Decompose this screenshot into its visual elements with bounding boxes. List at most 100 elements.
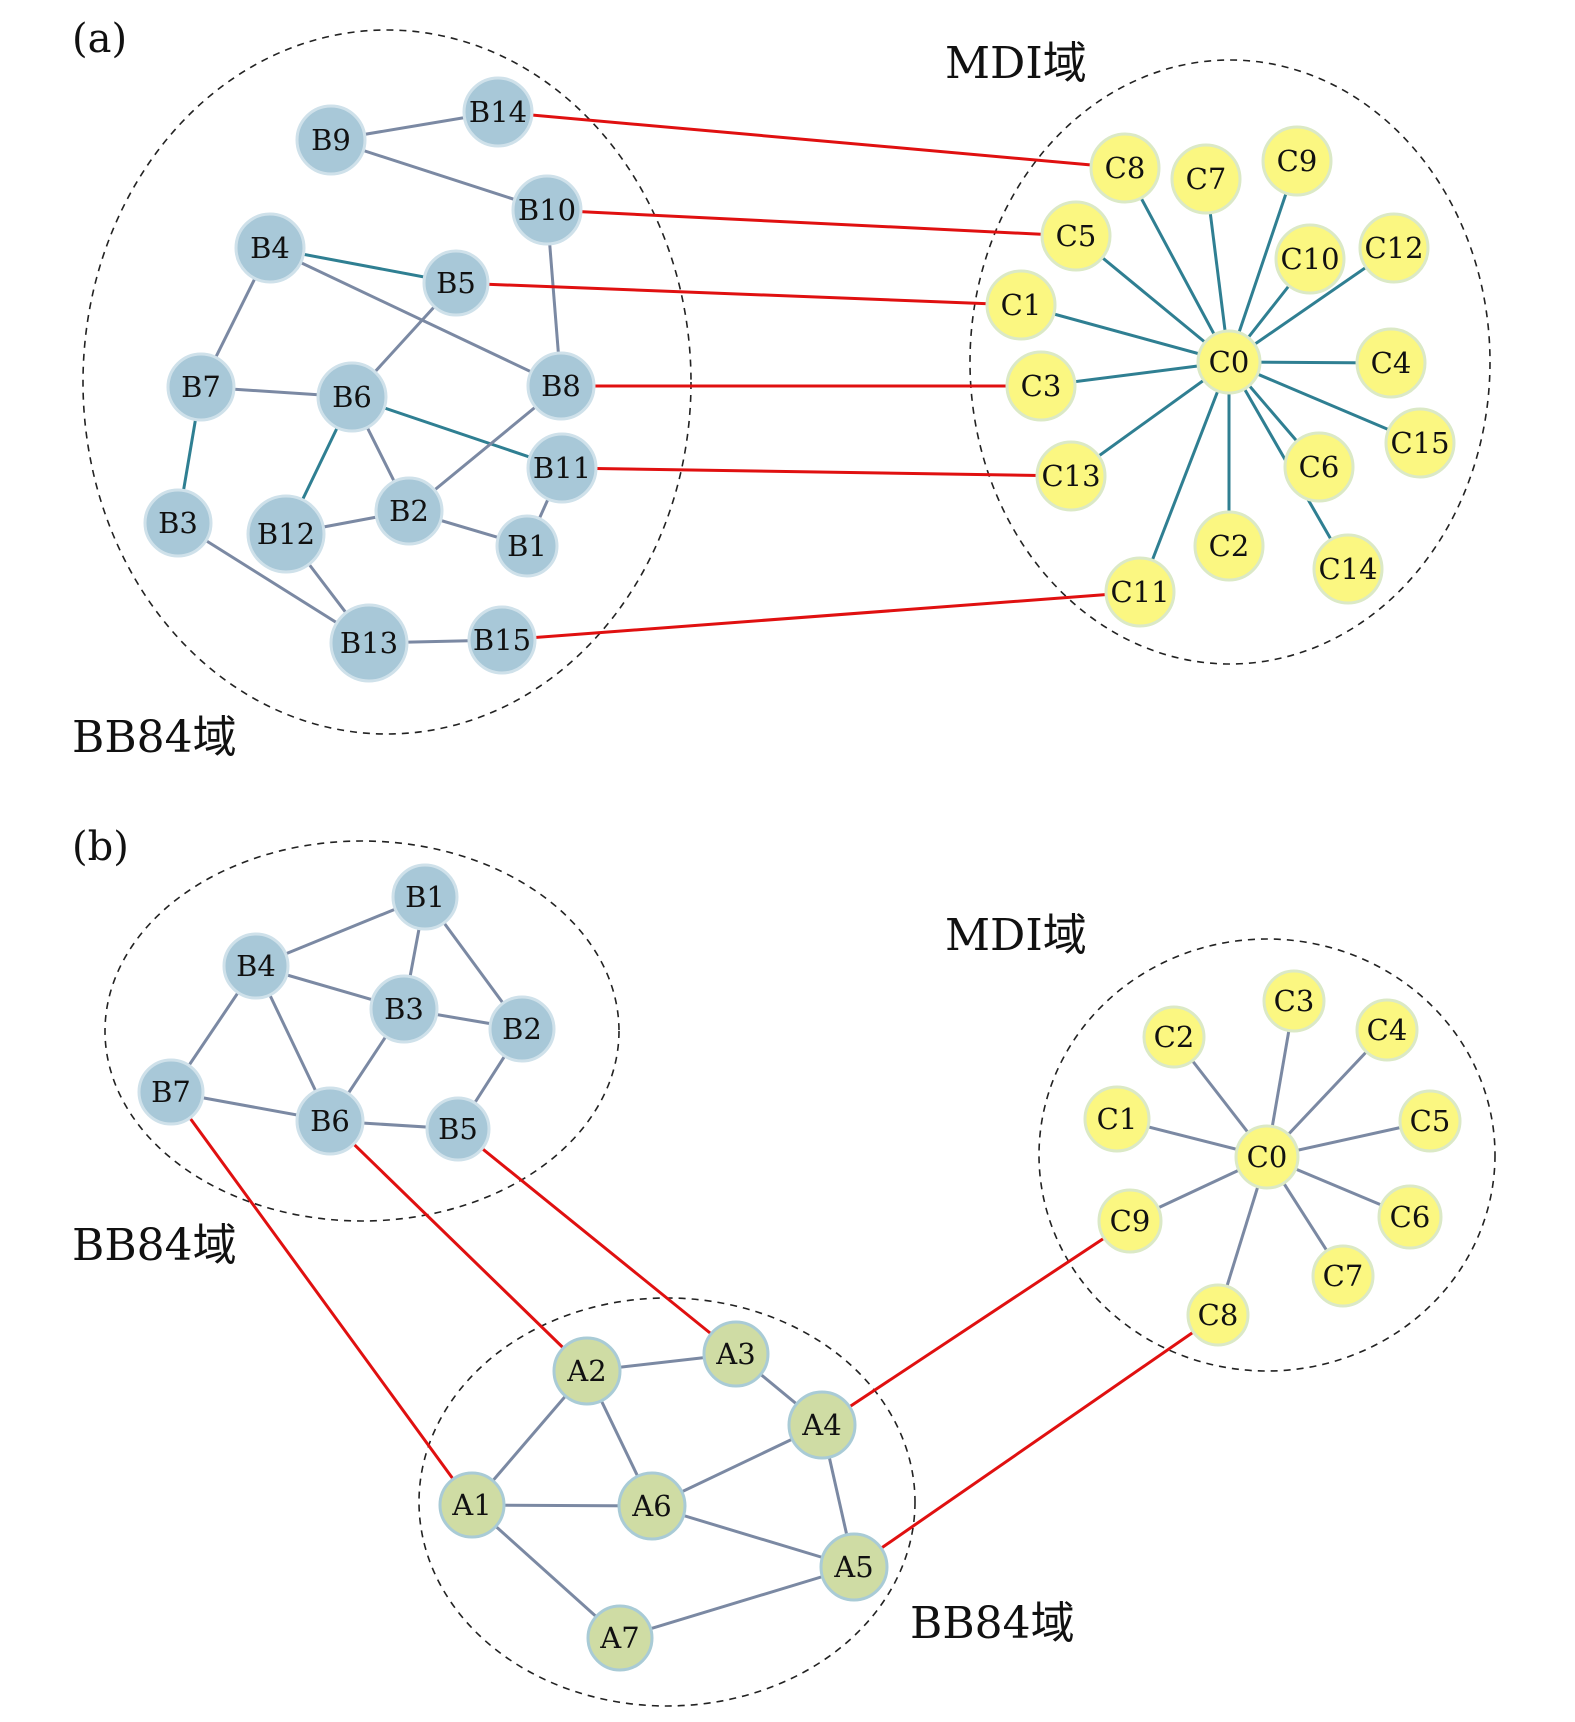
node-label: C4 <box>1367 1013 1408 1047</box>
node-label: C11 <box>1110 575 1169 609</box>
node-c3: C3 <box>1005 350 1077 422</box>
node-b9: B9 <box>295 104 367 176</box>
node-b6: B6 <box>316 361 388 433</box>
node-label: B4 <box>236 949 276 983</box>
bb84-top-domain-boundary <box>104 840 620 1222</box>
node-c11: C11 <box>1104 556 1176 628</box>
node-a4: A4 <box>787 1390 857 1460</box>
mdi-domain-boundary <box>1038 938 1496 1372</box>
node-label: B4 <box>250 231 290 265</box>
panel-label: (a) <box>72 16 127 62</box>
node-circle <box>295 1086 365 1156</box>
mdi-domain-label: MDI域 <box>945 38 1087 89</box>
node-circle <box>1234 1124 1300 1190</box>
link-a7-a5 <box>619 1565 855 1640</box>
node-circle <box>819 1532 889 1602</box>
node-b2: B2 <box>374 476 444 546</box>
link-b9-b10 <box>330 138 548 212</box>
node-label: B12 <box>257 517 315 551</box>
node-circle <box>462 76 534 148</box>
node-circle <box>369 974 439 1044</box>
node-circle <box>166 352 236 422</box>
inter-domain-link-b11-c13 <box>561 466 1072 478</box>
node-a6: A6 <box>617 1471 687 1541</box>
node-b3: B3 <box>369 974 439 1044</box>
node-b4: B4 <box>222 932 290 1000</box>
node-b11: B11 <box>526 432 598 504</box>
node-circle <box>1312 533 1384 605</box>
node-b7: B7 <box>166 352 236 422</box>
node-circle <box>422 249 490 317</box>
node-circle <box>1358 212 1430 284</box>
node-a3: A3 <box>702 1320 770 1388</box>
node-label: A3 <box>715 1337 755 1371</box>
node-label: C1 <box>1097 1102 1138 1136</box>
node-c4: C4 <box>1355 327 1427 399</box>
node-c2: C2 <box>1142 1005 1206 1069</box>
node-label: C0 <box>1247 1140 1288 1174</box>
node-circle <box>1035 440 1107 512</box>
node-label: B14 <box>469 95 527 129</box>
node-label: C9 <box>1110 1204 1151 1238</box>
node-circle <box>143 488 213 558</box>
node-b6: B6 <box>295 1086 365 1156</box>
mdi-domain-label: MDI域 <box>945 910 1087 961</box>
node-circle <box>985 269 1057 341</box>
node-label: C2 <box>1154 1020 1195 1054</box>
link-c0-c8 <box>1123 167 1231 363</box>
node-b1: B1 <box>495 514 559 578</box>
node-label: B9 <box>311 123 351 157</box>
node-circle <box>316 361 388 433</box>
node-label: B8 <box>541 369 581 403</box>
node-label: A4 <box>801 1408 841 1442</box>
node-circle <box>1104 556 1176 628</box>
node-b10: B10 <box>511 174 583 246</box>
node-b5: B5 <box>422 249 490 317</box>
node-circle <box>1398 1089 1462 1153</box>
link-b6-b11 <box>351 395 563 470</box>
node-label: C5 <box>1410 1104 1451 1138</box>
inter-domain-link-b5-a3 <box>457 1127 737 1356</box>
node-b1: B1 <box>391 863 459 931</box>
node-label: C13 <box>1041 459 1100 493</box>
node-circle <box>425 1096 491 1162</box>
node-label: A7 <box>599 1621 639 1655</box>
node-circle <box>586 1604 654 1672</box>
node-circle <box>374 476 444 546</box>
link-b4-b8 <box>269 246 562 388</box>
node-c10: C10 <box>1274 223 1346 295</box>
node-b14: B14 <box>462 76 534 148</box>
node-circle <box>1089 132 1161 204</box>
node-c0: C0 <box>1196 329 1262 395</box>
node-label: B2 <box>502 1012 542 1046</box>
mdi-domain-boundary <box>969 59 1491 665</box>
node-circle <box>1355 998 1419 1062</box>
node-circle <box>1377 1184 1443 1250</box>
node-label: C3 <box>1274 984 1315 1018</box>
node-circle <box>137 1058 205 1126</box>
bb84-top-domain-label: BB84域 <box>72 1220 237 1271</box>
node-c6: C6 <box>1377 1184 1443 1250</box>
node-label: C8 <box>1198 1298 1239 1332</box>
link-c0-c1 <box>1020 303 1230 364</box>
node-label: C1 <box>1001 288 1042 322</box>
node-a5: A5 <box>819 1532 889 1602</box>
node-label: C10 <box>1280 242 1339 276</box>
node-label: C5 <box>1056 219 1097 253</box>
node-c5: C5 <box>1398 1089 1462 1153</box>
node-b5: B5 <box>425 1096 491 1162</box>
node-circle <box>222 932 290 1000</box>
panel-label: (b) <box>72 824 129 870</box>
node-label: A5 <box>833 1550 873 1584</box>
node-circle <box>495 514 559 578</box>
node-label: A2 <box>566 1354 606 1388</box>
node-circle <box>246 494 326 574</box>
node-label: B1 <box>405 880 445 914</box>
bb84-domain-boundary <box>82 29 692 735</box>
node-label: A6 <box>631 1489 671 1523</box>
node-label: B5 <box>436 266 476 300</box>
node-circle <box>1384 407 1456 479</box>
node-c13: C13 <box>1035 440 1107 512</box>
